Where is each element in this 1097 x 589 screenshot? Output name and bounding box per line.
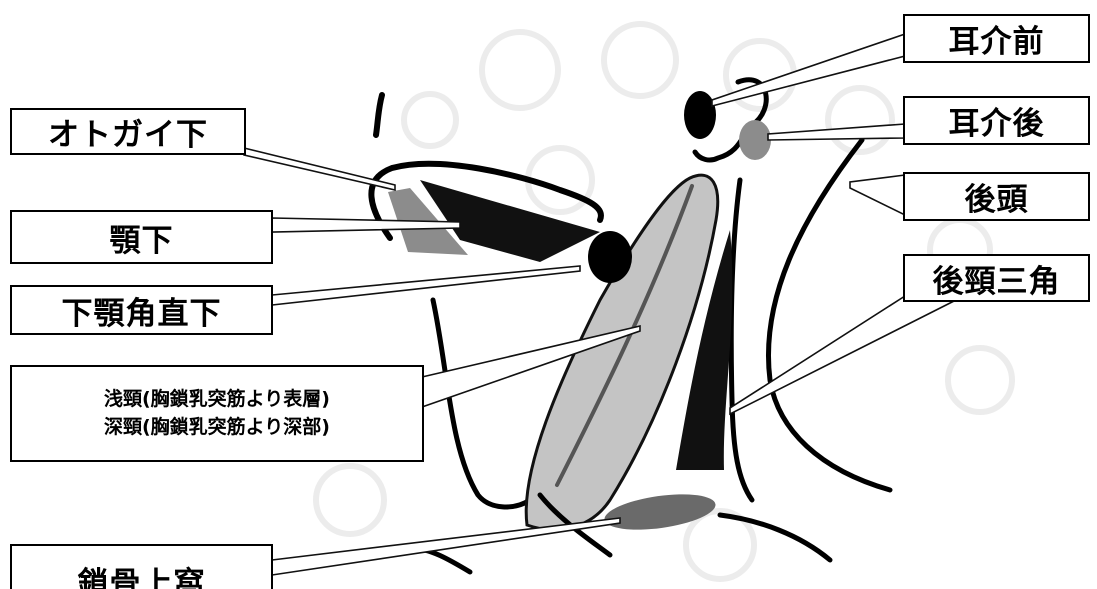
label-posterior-triangle: 後頸三角 [903,254,1090,302]
label-occipital: 後頭 [903,172,1090,221]
leader-lines [243,32,961,576]
leader-kagakukaku [271,265,581,306]
jaw-line [368,160,604,241]
leader-koukei [729,295,961,416]
label-supraclavicular: 鎖骨上窩 [10,544,273,589]
muscle-center-line [555,184,694,487]
label-postauricular: 耳介後 [903,96,1090,145]
label-superficial-cervical: 浅頸(胸鎖乳突筋より表層) [104,387,330,410]
clavicle-stroke-right [717,512,833,563]
label-cervical-depth: 浅頸(胸鎖乳突筋より表層) 深頸(胸鎖乳突筋より深部) [10,365,424,462]
posterior-neck-line-inner [728,177,755,503]
leader-koutou [849,174,906,217]
front-neck-contour [430,297,533,510]
label-deep-cervical: 深頸(胸鎖乳突筋より深部) [104,415,330,438]
postauricular-node [739,120,771,160]
face-stroke [373,92,385,138]
label-submandibular: 顎下 [10,210,273,264]
label-under-mandibular-angle: 下顎角直下 [10,285,273,335]
label-submental: オトガイ下 [10,108,246,155]
label-preauricular: 耳介前 [903,14,1090,63]
leader-sakotsu [271,517,621,576]
posterior-triangle-region [676,230,733,470]
leader-jikai-go [767,123,906,141]
preauricular-node [684,91,716,139]
leader-otogai [243,146,396,192]
posterior-neck-line-outer [766,137,893,493]
submandibular-node-region [420,180,600,262]
mandibular-angle-node [588,231,632,283]
supraclavicular-node [604,494,716,530]
